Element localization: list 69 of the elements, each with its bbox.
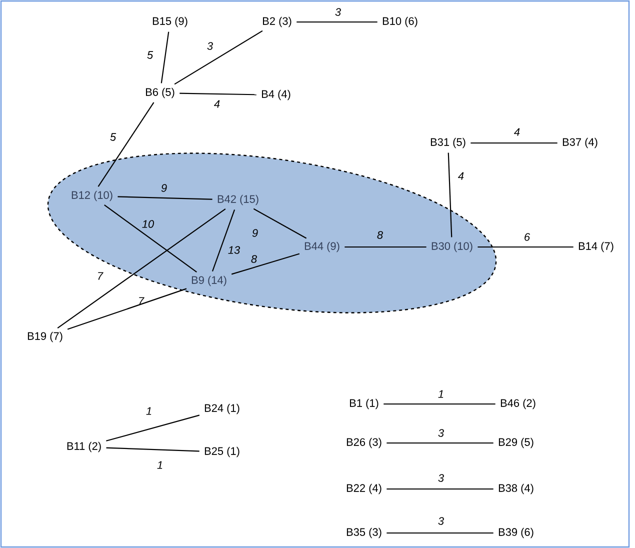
- edge-label: 10: [142, 220, 154, 228]
- node-label: B38 (4): [498, 484, 534, 494]
- node-label: B29 (5): [498, 438, 534, 448]
- edge-line: [384, 403, 496, 405]
- node-label: B1 (1): [350, 398, 378, 410]
- edge-label: 13: [228, 246, 240, 254]
- edge-label: 8: [377, 231, 383, 239]
- node-label: B42 (15): [218, 194, 258, 206]
- edge-label: 4: [514, 128, 520, 136]
- edge-label: 3: [335, 8, 341, 16]
- node-label: B12 (10): [72, 190, 112, 202]
- edge-line: [212, 210, 236, 272]
- edge-label: 7: [98, 272, 104, 280]
- node-label: B39 (6): [498, 528, 534, 538]
- edge-label: 8: [251, 255, 257, 263]
- edge-label: 3: [207, 42, 213, 50]
- edge-label: 9: [252, 229, 258, 237]
- node-label: B10 (6): [382, 16, 418, 28]
- edge-label: 3: [438, 517, 444, 525]
- node-label: B22 (4): [346, 484, 382, 494]
- edge-label: 5: [110, 133, 116, 141]
- edge-label: 3: [438, 429, 444, 437]
- edge-label: 7: [139, 297, 144, 305]
- edge-line: [160, 32, 170, 84]
- node-label: B11 (2): [67, 442, 101, 452]
- node-label: B46 (2): [500, 398, 536, 410]
- edge-line: [106, 447, 200, 452]
- node-label: B37 (4): [562, 138, 598, 148]
- edge-label: 1: [157, 461, 162, 469]
- edge-label: 1: [438, 390, 444, 398]
- node-label: B30 (10): [432, 242, 472, 252]
- edge-line: [67, 288, 187, 330]
- node-label: B2 (3): [263, 16, 292, 28]
- node-label: B24 (1): [204, 404, 240, 414]
- node-label: B31 (5): [430, 138, 466, 148]
- edge-label: 4: [458, 172, 464, 180]
- edge-line: [386, 488, 494, 490]
- edge-label: 6: [524, 233, 530, 241]
- edge-line: [470, 142, 558, 144]
- edge-line: [253, 208, 307, 239]
- node-label: B19 (7): [28, 332, 62, 342]
- node-label: B35 (3): [346, 528, 382, 538]
- edge-label: 9: [161, 184, 167, 192]
- edge-label: 5: [147, 51, 154, 59]
- node-label: B6 (5): [146, 88, 174, 98]
- edge-label: 3: [438, 474, 444, 482]
- edge-line: [231, 253, 300, 275]
- edge-line: [180, 92, 256, 96]
- edge-line: [344, 246, 426, 248]
- node-label: B25 (1): [204, 446, 240, 458]
- edge-label: 4: [214, 100, 220, 108]
- node-label: B44 (9): [304, 242, 340, 252]
- edge-line: [448, 152, 452, 238]
- edge-line: [478, 246, 574, 248]
- edge-line: [106, 414, 200, 442]
- node-label: B4 (4): [262, 90, 290, 100]
- edge-line: [104, 204, 197, 272]
- edge-line: [174, 30, 263, 85]
- node-label: B26 (3): [346, 438, 382, 448]
- node-label: B14 (7): [578, 242, 614, 252]
- edge-line: [98, 102, 154, 187]
- edge-line: [386, 442, 494, 444]
- edge-line: [118, 196, 212, 200]
- node-label: B15 (9): [152, 16, 188, 28]
- edge-line: [386, 532, 494, 534]
- edge-label: 1: [146, 407, 152, 415]
- node-label: B9 (14): [192, 276, 226, 286]
- edge-line: [296, 21, 378, 23]
- edge-line: [57, 208, 226, 328]
